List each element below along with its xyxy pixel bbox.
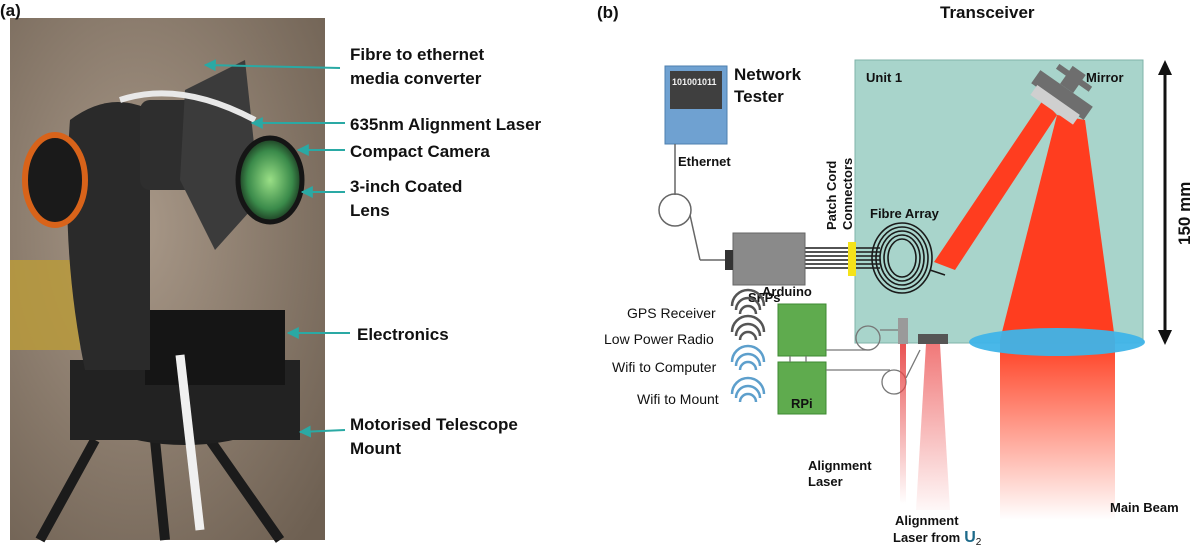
mirror-icon (1030, 63, 1093, 125)
wireless-wifi-mount-label: Wifi to Mount (637, 391, 719, 407)
callout-laser: 635nm Alignment Laser (350, 115, 542, 134)
callout-arrow-mount (298, 425, 346, 438)
fibre-bundle (805, 247, 946, 276)
fibre-array-coil (871, 222, 933, 294)
callout-fibre-line2: media converter (350, 69, 482, 88)
callout-mount-line2: Mount (350, 439, 401, 458)
u2-unit-letter: U (964, 529, 976, 545)
network-tester-line1: Network (734, 65, 802, 84)
alignment-laser-line1: Alignment (808, 458, 872, 473)
ethernet-label: Ethernet (678, 154, 731, 169)
wireless-radio-icon (730, 314, 766, 341)
upper-cable-icon (119, 90, 257, 123)
wireless-radio-label: Low Power Radio (604, 331, 714, 347)
sfp-port (725, 250, 733, 270)
fibre-array-label: Fibre Array (870, 206, 940, 221)
u2-laser-line2-text: Laser from (893, 530, 960, 545)
mirror-label: Mirror (1086, 70, 1124, 85)
alignment-laser-beam (900, 344, 906, 504)
network-tester-screen (670, 71, 722, 109)
callout-lens-line2: Lens (350, 201, 390, 220)
callout-fibre-line1: Fibre to ethernet (350, 45, 484, 64)
rpi-board (777, 361, 827, 415)
main-beam-lower (1000, 340, 1115, 520)
callout-lens-line1: 3-inch Coated (350, 177, 462, 196)
panel-a-photo (10, 18, 325, 543)
u2-laser-beam (916, 344, 950, 510)
tripod-icon (35, 437, 285, 543)
dimension-arrow (1158, 60, 1172, 345)
callout-camera: Compact Camera (350, 142, 490, 161)
arduino-board (777, 303, 827, 357)
u2-receiver (918, 334, 948, 344)
callout-arrows (203, 59, 350, 438)
wireless-gps-icon (730, 288, 766, 315)
wireless-wifi-computer-label: Wifi to Computer (612, 359, 717, 375)
main-beam-upper (1000, 115, 1115, 340)
patch-cord-line2: Connectors (840, 158, 855, 230)
dimension-label: 150 mm (1175, 182, 1194, 245)
u2-unit-sub: 2 (976, 537, 982, 545)
main-lens-icon (969, 328, 1145, 356)
camera-plate (180, 60, 260, 250)
panel-b-title: Transceiver (940, 3, 1035, 22)
network-tester-line2: Tester (734, 87, 784, 106)
callout-mount-line1: Motorised Telescope (350, 415, 518, 434)
fibre-to-mirror-beam (934, 100, 1057, 270)
orange-ring-icon (22, 132, 88, 228)
wireless-gps-label: GPS Receiver (627, 305, 716, 321)
alignment-laser-line2: Laser (808, 474, 843, 489)
sfp-box (732, 232, 806, 286)
electronics-box-icon (145, 310, 285, 385)
panel-a-tag: (a) (0, 1, 21, 20)
alignment-laser-emitter (898, 318, 908, 344)
photo-table (10, 260, 80, 350)
panel-b-tag: (b) (597, 3, 619, 22)
wireless-wifi-mount-icon (730, 376, 766, 403)
u2-laser-line1: Alignment (895, 513, 959, 528)
callout-electronics: Electronics (357, 325, 449, 344)
patch-cord-line1: Patch Cord (824, 161, 839, 230)
lens-icon (235, 135, 305, 225)
patch-cord-connector (848, 242, 856, 276)
arduino-label: Arduino (762, 284, 812, 299)
ethernet-cable (658, 144, 725, 261)
main-beam-label: Main Beam (1110, 500, 1179, 515)
wireless-wifi-computer-icon (730, 344, 766, 371)
panel-a-callouts: Fibre to ethernet media converter 635nm … (350, 45, 542, 458)
unit-1-label: Unit 1 (866, 70, 902, 85)
callout-arrow-fibre (203, 59, 341, 72)
mount-arm-icon (67, 102, 150, 370)
network-tester-display: 101001011 (672, 77, 717, 87)
ribbon-cable-icon (175, 354, 205, 531)
board-wiring (789, 325, 921, 395)
u2-laser-line2: Laser from U2 (893, 529, 982, 545)
rpi-label: RPi (791, 396, 813, 411)
